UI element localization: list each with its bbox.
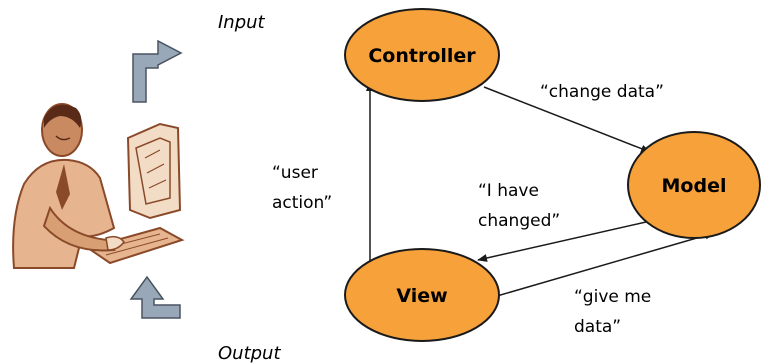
edge-label-give-me-data-line2: data”	[574, 317, 621, 337]
input-label: Input	[218, 12, 266, 33]
model-label: Model	[662, 175, 727, 197]
view-node: View	[344, 248, 500, 342]
model-node: Model	[627, 131, 761, 239]
arrow-up-right-icon	[132, 39, 183, 103]
edge-view-to-model	[496, 231, 715, 297]
arrow-up-left-icon	[129, 275, 181, 319]
controller-node: Controller	[344, 8, 500, 102]
output-label: Output	[218, 343, 281, 364]
person-at-computer-icon	[12, 103, 185, 269]
view-label: View	[396, 285, 447, 307]
edge-model-to-view	[477, 221, 647, 262]
edge-label-i-have-changed-line2: changed”	[478, 211, 560, 231]
edge-label-user-action-line2: action”	[272, 193, 332, 213]
controller-label: Controller	[368, 45, 476, 67]
edge-label-i-have-changed-line1: “I have	[478, 181, 539, 201]
edge-label-change-data: “change data”	[540, 82, 664, 102]
edge-controller-to-model	[483, 86, 651, 153]
edge-label-give-me-data-line1: “give me	[574, 287, 651, 307]
edge-label-user-action-line1: “user	[272, 163, 318, 183]
